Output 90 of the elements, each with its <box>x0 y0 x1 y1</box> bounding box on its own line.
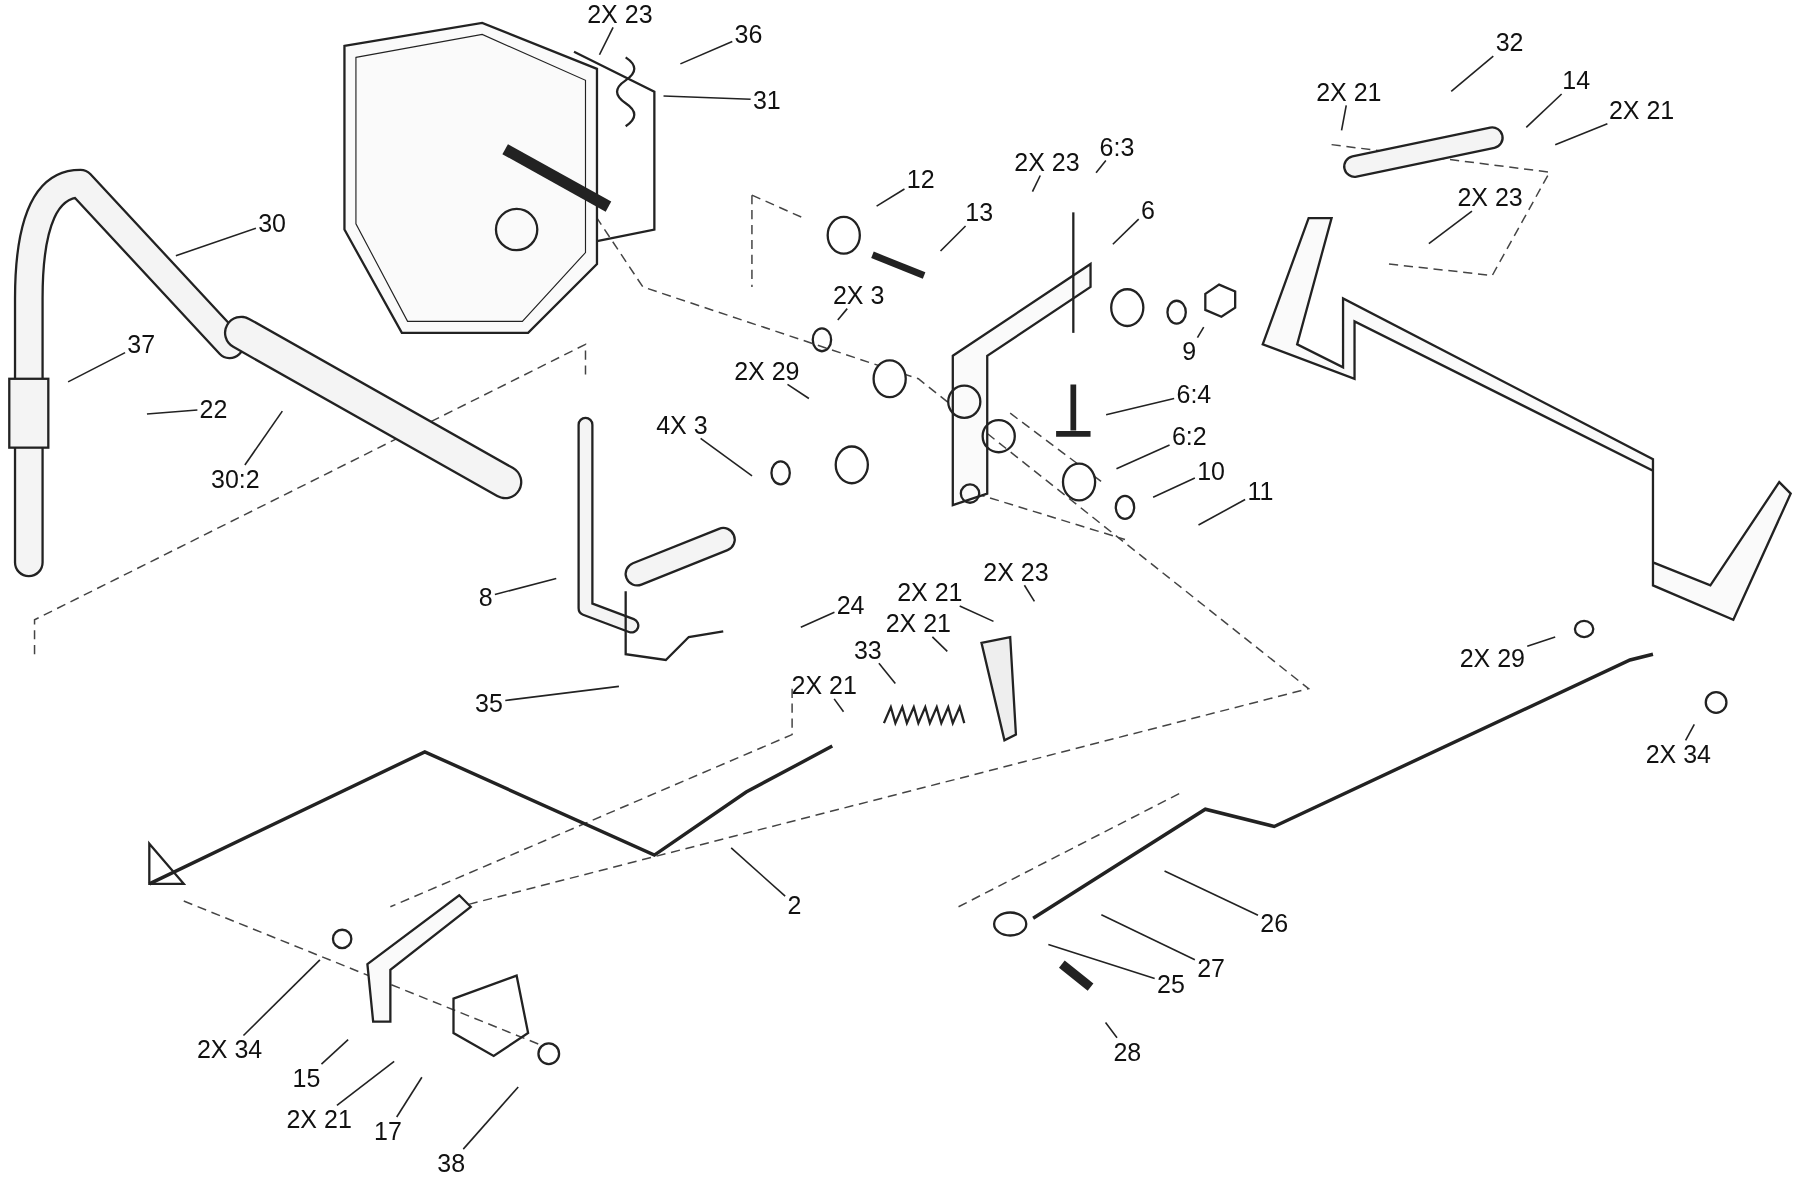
leader-line <box>1112 218 1140 246</box>
callout-number: 31 <box>752 87 781 113</box>
callout-number: 6:4 <box>1176 381 1212 407</box>
callout-number: 28 <box>1113 1039 1142 1064</box>
leader-line <box>1023 584 1036 603</box>
callout-number: 24 <box>836 592 865 618</box>
leader-line <box>1031 174 1042 193</box>
callout-number: 2X 21 <box>885 610 952 636</box>
leader-line <box>699 437 753 477</box>
leader-line <box>1197 498 1246 526</box>
callout-number: 2X 21 <box>286 1106 352 1132</box>
callout-number: 2X 34 <box>1645 741 1711 767</box>
leader-line <box>875 188 906 207</box>
leader-line <box>786 383 810 400</box>
callout-number: 35 <box>475 690 503 716</box>
callout-number: 6 <box>1141 197 1155 223</box>
leader-line <box>244 410 284 466</box>
callout-number: 14 <box>1562 67 1591 93</box>
leader-line <box>146 409 199 415</box>
callout-number: 2X 21 <box>1316 79 1382 105</box>
leader-line <box>878 662 897 685</box>
leader-line <box>175 227 257 257</box>
callout-number: 37 <box>127 331 156 357</box>
callout-number: 11 <box>1247 478 1274 504</box>
callout-number: 6:3 <box>1099 134 1135 160</box>
leader-line <box>462 1086 520 1150</box>
leader-line <box>336 1060 395 1107</box>
leader-line <box>242 959 321 1037</box>
callout-number: 2X 21 <box>897 579 963 605</box>
callout-number: 17 <box>374 1118 402 1144</box>
callout-number: 30 <box>258 210 286 236</box>
leader-line <box>395 1076 423 1118</box>
leader-line <box>1163 870 1259 916</box>
leader-line <box>67 351 126 383</box>
callout-number: 8 <box>478 584 493 610</box>
leader-line <box>504 685 620 702</box>
callout-number: 12 <box>906 166 935 192</box>
leader-line <box>1684 723 1696 742</box>
callout-number: 33 <box>853 637 882 663</box>
callout-number: 6:2 <box>1171 423 1207 449</box>
leader-line <box>939 225 967 252</box>
leader-line <box>598 26 614 56</box>
leader-line <box>320 1038 349 1065</box>
leader-line <box>1526 636 1556 647</box>
callout-number: 15 <box>292 1065 321 1091</box>
callout-number: 32 <box>1495 29 1524 55</box>
callout-number: 2X 34 <box>196 1036 263 1062</box>
leader-line <box>833 698 845 713</box>
leader-line <box>1152 477 1196 499</box>
callout-number: 27 <box>1197 955 1225 981</box>
callout-number: 9 <box>1182 338 1197 364</box>
callout-number: 2X 23 <box>1457 184 1523 210</box>
leader-line <box>1554 123 1609 146</box>
leader-line <box>1047 943 1156 980</box>
callout-number: 30:2 <box>211 466 260 492</box>
leader-line <box>1340 104 1348 132</box>
callout-number: 26 <box>1260 910 1289 936</box>
callout-number: 10 <box>1197 458 1225 484</box>
leader-line <box>662 95 752 101</box>
leader-line <box>1105 397 1175 416</box>
leader-line <box>931 636 949 653</box>
leader-line <box>1525 93 1563 129</box>
callout-number: 13 <box>965 199 994 225</box>
leader-line <box>1104 1021 1118 1039</box>
callout-number: 38 <box>437 1150 466 1176</box>
callout-number: 22 <box>199 396 228 422</box>
callout-number: 36 <box>734 21 763 47</box>
leader-line <box>1196 326 1205 339</box>
leader-line <box>730 847 786 897</box>
leader-line <box>837 307 849 321</box>
leader-line <box>958 605 995 623</box>
callout-number: 2X 3 <box>832 282 885 308</box>
leader-line <box>1115 444 1171 470</box>
leader-line <box>1095 159 1107 174</box>
callout-number: 2X 21 <box>1608 97 1675 123</box>
callout-number: 2X 23 <box>983 559 1049 585</box>
callout-number: 2X 29 <box>734 358 800 384</box>
leader-line <box>1100 913 1196 961</box>
leader-line <box>494 577 558 596</box>
leader-line <box>1428 210 1473 245</box>
callout-number: 25 <box>1157 971 1185 997</box>
callout-number: 4X 3 <box>656 412 708 438</box>
callout-number: 2 <box>787 892 802 918</box>
callout-number: 2X 23 <box>587 1 653 27</box>
leader-line <box>679 40 734 65</box>
leader-line <box>1450 55 1495 93</box>
callout-number: 2X 29 <box>1459 645 1525 671</box>
callout-number: 2X 21 <box>791 672 857 698</box>
callout-number: 2X 23 <box>1014 149 1080 175</box>
leader-line <box>800 611 836 629</box>
